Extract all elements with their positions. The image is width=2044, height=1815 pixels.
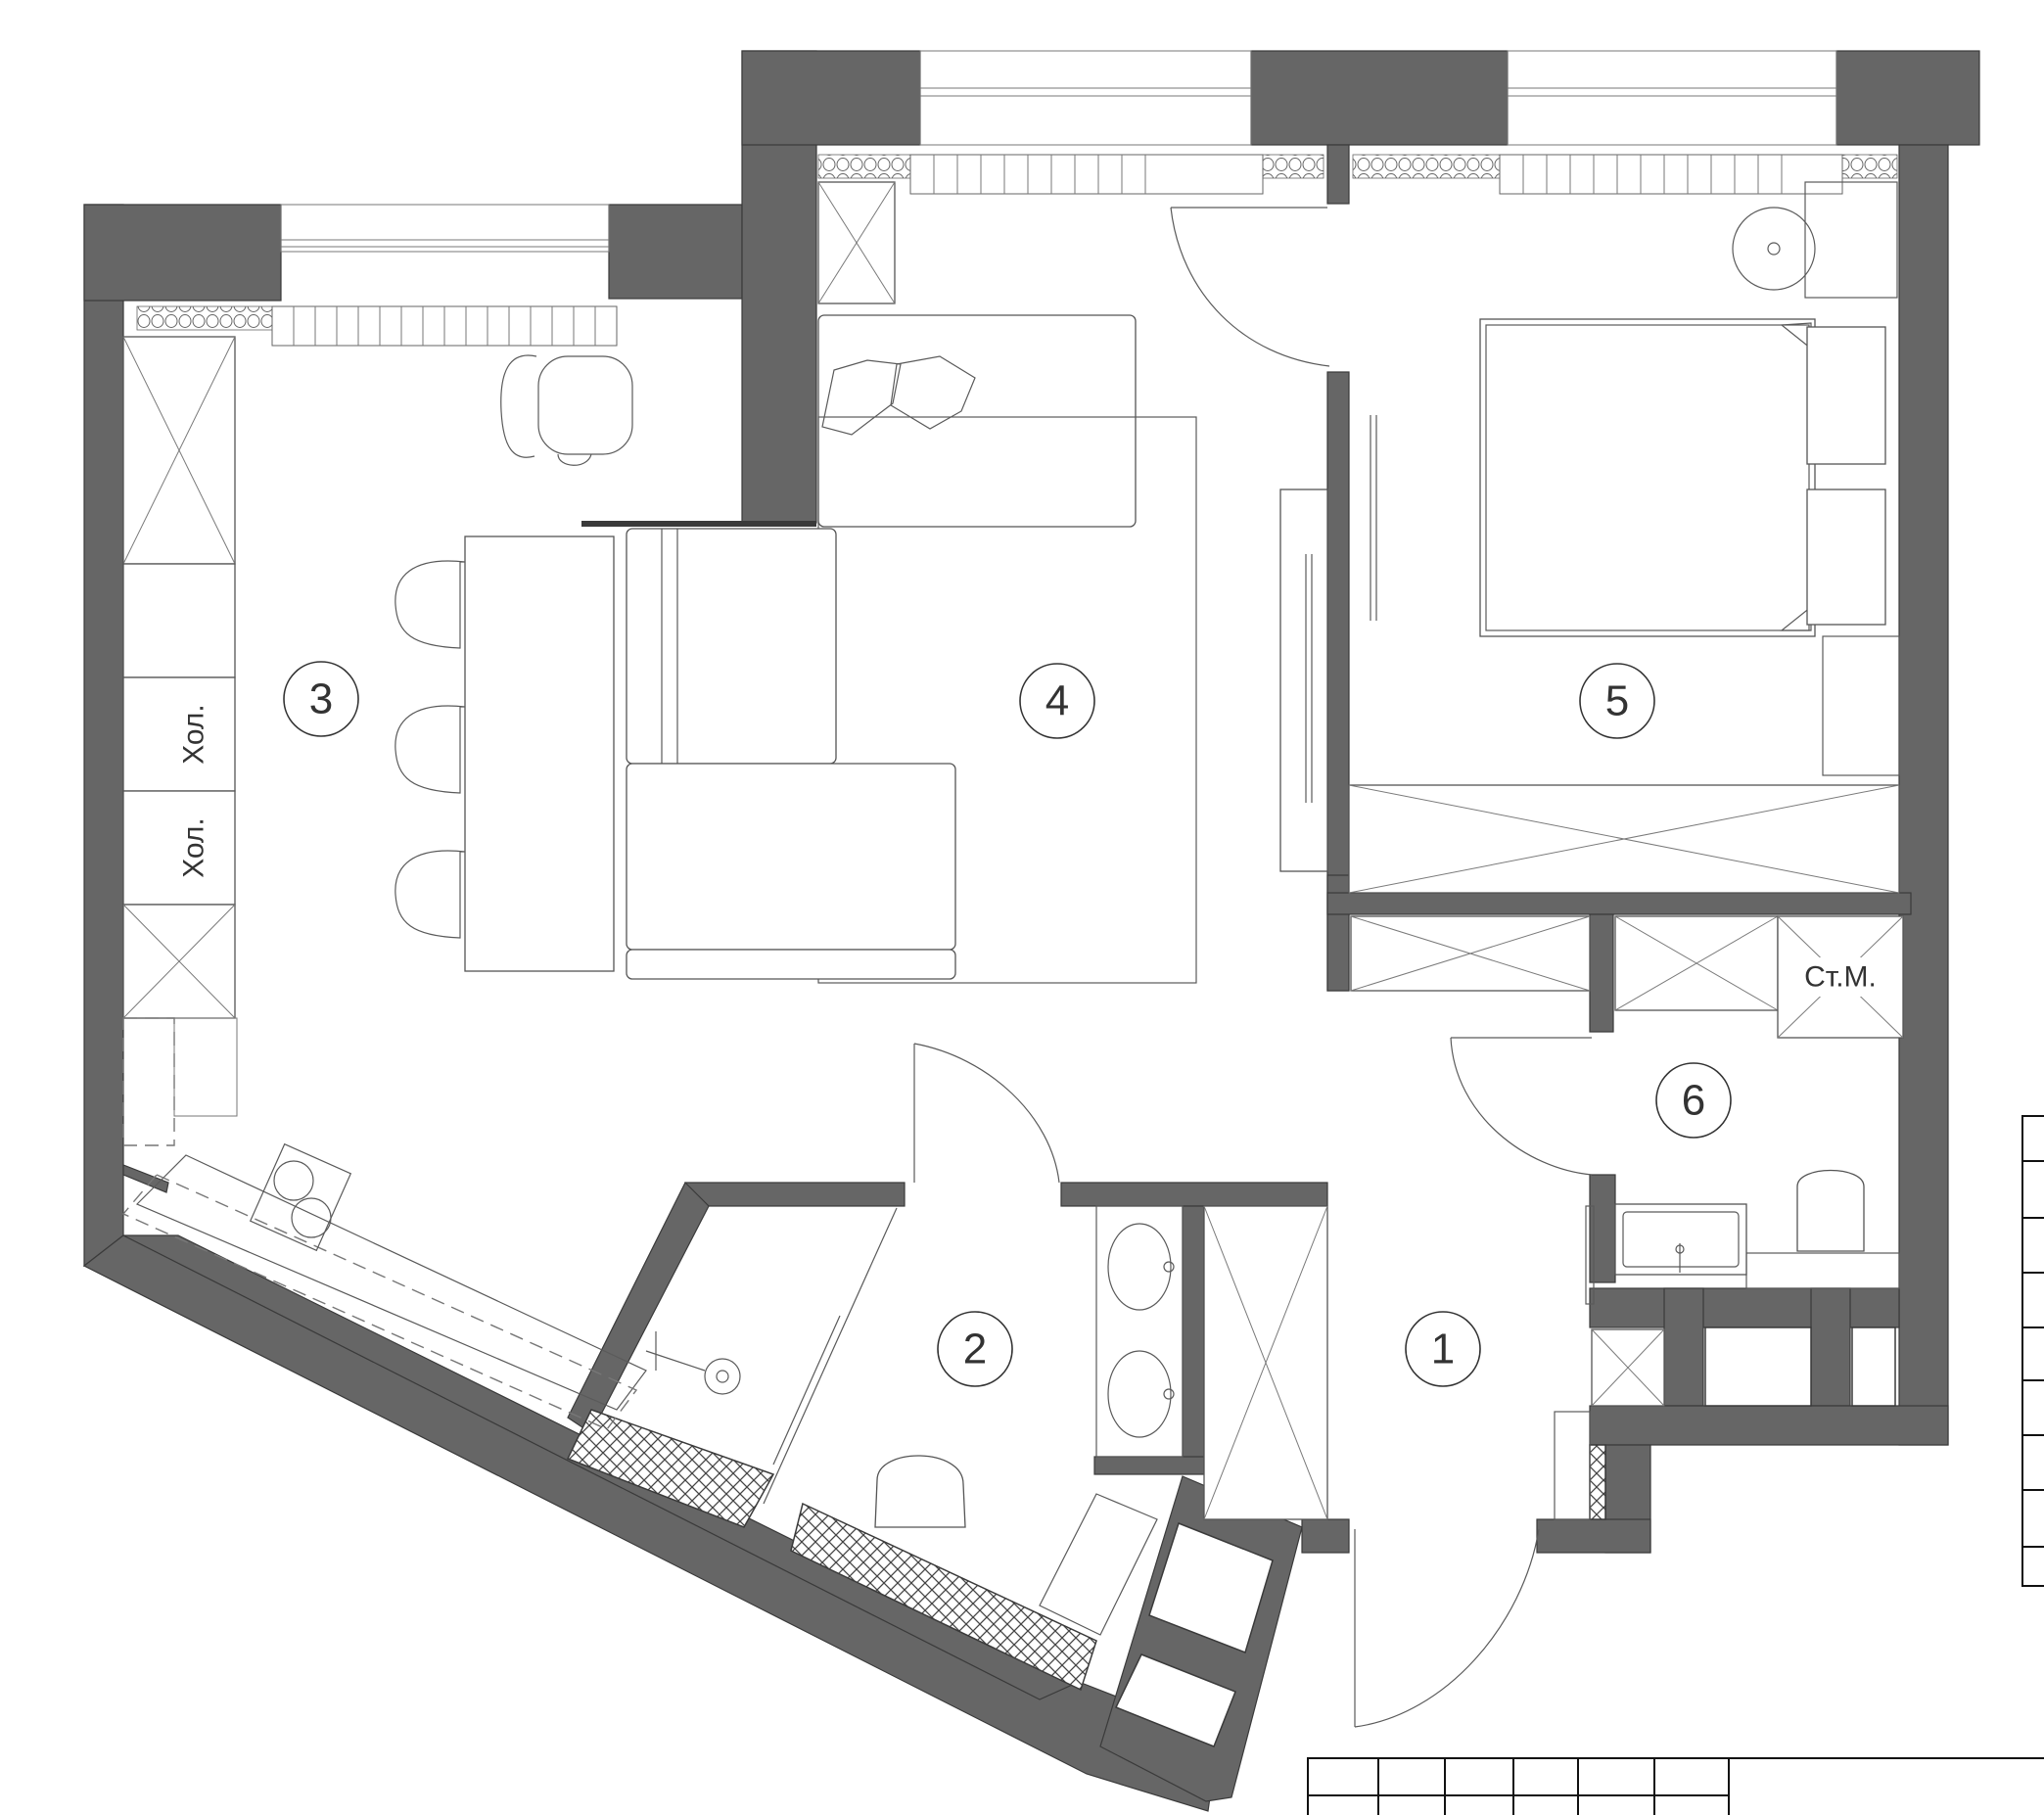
hall-storage: Ст.М. xyxy=(1350,915,1904,1520)
room-6-number: 6 xyxy=(1682,1077,1705,1125)
room-1-marker: 1 xyxy=(1405,1311,1481,1387)
room-5-number: 5 xyxy=(1605,677,1629,725)
interior-walls xyxy=(122,144,1949,1802)
room-1-number: 1 xyxy=(1431,1326,1455,1373)
room-2-number: 2 xyxy=(963,1326,987,1373)
title-block xyxy=(1307,1115,2044,1815)
room-labels: 1 2 3 4 5 6 xyxy=(283,661,1732,1387)
toilet-6 xyxy=(1796,1169,1865,1252)
windows xyxy=(280,50,1837,253)
bathroom-2 xyxy=(763,1205,1328,1636)
dining-area xyxy=(395,354,633,972)
dining-table xyxy=(464,535,615,972)
toilet-2 xyxy=(874,1455,966,1528)
kitchen-cabinets: Хол. Хол. xyxy=(121,336,741,1430)
room-4-marker: 4 xyxy=(1019,663,1095,739)
vanity-2 xyxy=(1095,1205,1184,1458)
room-3-number: 3 xyxy=(309,675,333,723)
room-3-marker: 3 xyxy=(283,661,359,737)
room-2-marker: 2 xyxy=(937,1311,1013,1387)
floor-lamp xyxy=(1732,207,1816,291)
washer-label: Ст.М. xyxy=(1804,961,1877,994)
room-5-marker: 5 xyxy=(1579,663,1655,739)
room-4-number: 4 xyxy=(1045,677,1069,725)
sofa xyxy=(626,528,837,765)
fridge-1-label: Хол. xyxy=(178,704,210,765)
desk-chair xyxy=(537,355,633,455)
exterior-walls xyxy=(82,50,1980,1812)
fridge-2-label: Хол. xyxy=(178,817,210,878)
radiators xyxy=(136,154,1898,347)
room-6-marker: 6 xyxy=(1655,1062,1732,1139)
fridge-1 xyxy=(122,676,236,792)
doors xyxy=(913,207,1593,1728)
bedroom-furniture xyxy=(1348,181,1900,894)
shower-tray xyxy=(1039,1493,1158,1636)
desk xyxy=(817,314,1137,528)
bathtub-sink xyxy=(1614,1203,1747,1276)
bed xyxy=(1479,318,1816,637)
fridge-2 xyxy=(122,790,236,906)
living-furniture xyxy=(626,181,1377,984)
